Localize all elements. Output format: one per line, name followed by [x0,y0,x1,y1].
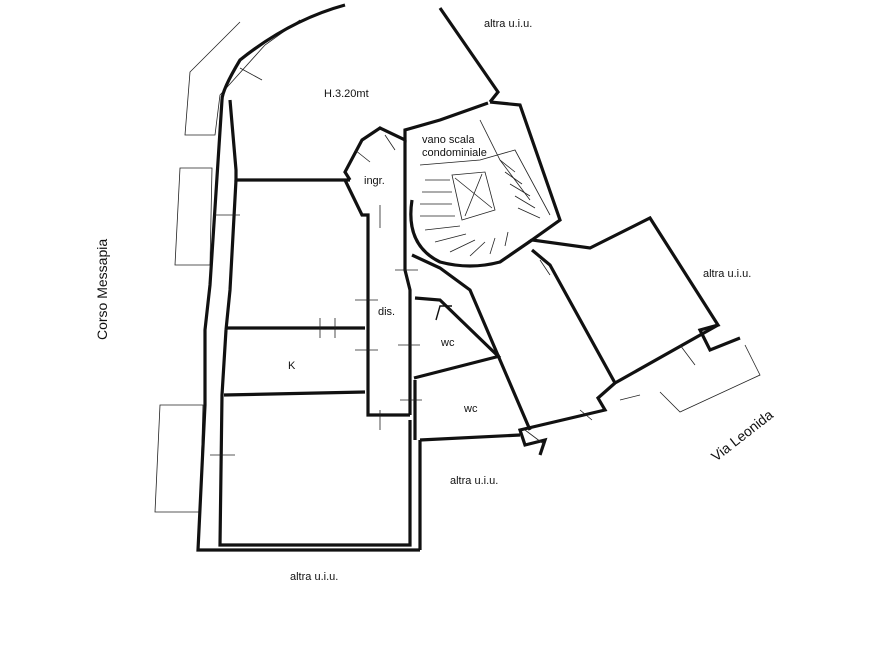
stair-label-line1: vano scala [422,134,475,146]
interior-walls [223,101,533,440]
balcony-bottom-left [154,404,204,513]
wall-stair-curve [409,199,533,268]
wall-corridor-right [403,140,412,415]
wc-upper-label: wc [440,337,455,349]
wall-wc-divider [413,354,501,380]
wall-right-upper [489,100,741,353]
stair-label-line2: condominiale [422,147,487,159]
stairwell [451,171,496,221]
balcony-left [174,167,213,266]
wall-right-room-inner [530,248,719,386]
neighbor-right-label: altra u.i.u. [703,268,751,280]
balcony-top-left [184,19,301,136]
neighbor-top-right-label: altra u.i.u. [484,18,532,30]
room-labels: H.3.20mt vano scala condominiale ingr. d… [288,88,487,415]
height-note-label: H.3.20mt [324,88,369,100]
wall-right-lower [517,381,617,456]
stairwell-cross [454,173,493,217]
wall-wc-bottom [419,433,521,442]
neighbor-bottom-label: altra u.i.u. [290,571,338,583]
balcony-right [659,344,761,413]
wall-bottom-room [218,329,412,547]
wc-lower-label: wc [463,403,478,415]
wall-left-outer [196,3,420,552]
street-right-label: Via Leonida [708,406,776,464]
wall-left-inner-top [228,99,350,182]
exterior-walls [196,3,741,552]
wall-wc-upper [414,296,502,360]
corridor-label: dis. [378,306,395,318]
staircase [419,119,551,257]
entrance-label: ingr. [364,175,385,187]
wall-top-right [438,7,500,103]
neighbor-labels: altra u.i.u. altra u.i.u. altra u.i.u. a… [290,18,751,583]
wall-left-inner-mid [224,179,238,331]
wall-entrance-top [343,101,489,181]
wall-kitchen-bottom [223,390,366,397]
street-left-label: Corso Messapia [94,239,110,340]
stair-arrow [479,119,531,201]
wall-wc-right [411,253,532,431]
wall-entrance-corridor [343,179,410,417]
openings [210,67,696,456]
neighbor-bottom-center-label: altra u.i.u. [450,475,498,487]
door-swing [435,305,452,321]
kitchen-label: K [288,360,296,372]
